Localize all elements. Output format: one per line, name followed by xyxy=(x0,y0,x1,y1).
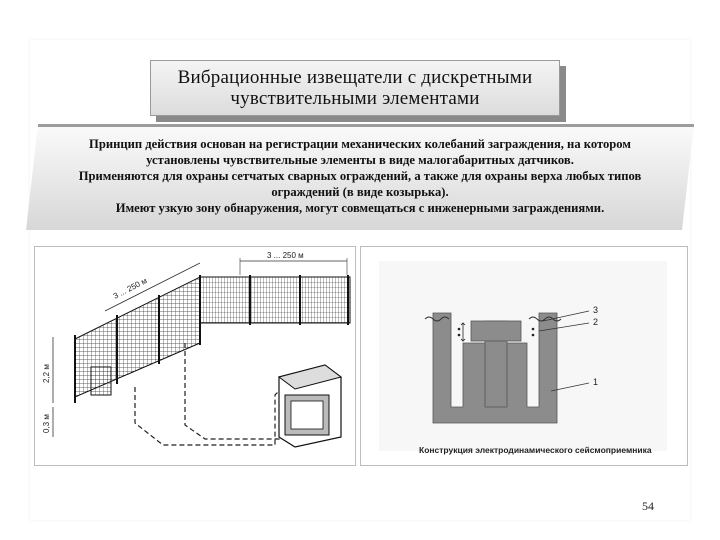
span-label-top: 3 ... 250 м xyxy=(267,251,304,260)
fence-drawing: 3 ... 250 м 3 ... 250 м 2,2 м 0,3 м xyxy=(42,251,351,448)
seismic-receiver-illustration: 3 2 1 Конструкция электродинамического с… xyxy=(360,246,688,466)
description-line-2: установлены чувствительные элементы в ви… xyxy=(146,153,574,167)
receiver-drawing: 3 2 1 xyxy=(424,305,598,424)
description-line-1: Принцип действия основан на регистрации … xyxy=(89,137,631,151)
callout-1: 1 xyxy=(593,377,598,387)
slide-title-banner: Вибрационные извещатели с дискретными чу… xyxy=(150,60,566,122)
callout-2: 2 xyxy=(593,317,598,327)
description-line-5: Имеют узкую зону обнаружения, могут совм… xyxy=(115,201,605,215)
title-line-1: Вибрационные извещатели с дискретными xyxy=(177,67,533,88)
figure-caption: Конструкция электродинамического сейсмоп… xyxy=(419,445,652,455)
description-text: Принцип действия основан на регистрации … xyxy=(42,136,678,216)
height-label: 2,2 м xyxy=(42,364,51,383)
description-banner: Принцип действия основан на регистрации … xyxy=(26,124,694,230)
description-line-3: Применяются для охраны сетчатых сварных … xyxy=(78,169,642,183)
page-number: 54 xyxy=(642,499,654,513)
title-line-2: чувствительными элементами xyxy=(230,88,480,109)
description-line-4: ограждений (в виде козырька). xyxy=(271,185,449,199)
description-top-edge xyxy=(38,124,694,127)
title-box: Вибрационные извещатели с дискретными чу… xyxy=(150,60,560,116)
ground-label: 0,3 м xyxy=(42,414,51,433)
span-label-diag: 3 ... 250 м xyxy=(112,276,149,301)
fence-illustration: 3 ... 250 м 3 ... 250 м 2,2 м 0,3 м xyxy=(34,246,356,466)
description-box xyxy=(26,124,694,230)
figure-background: 3 2 1 Конструкция электродинамического с… xyxy=(379,261,667,455)
callout-3: 3 xyxy=(593,305,598,315)
